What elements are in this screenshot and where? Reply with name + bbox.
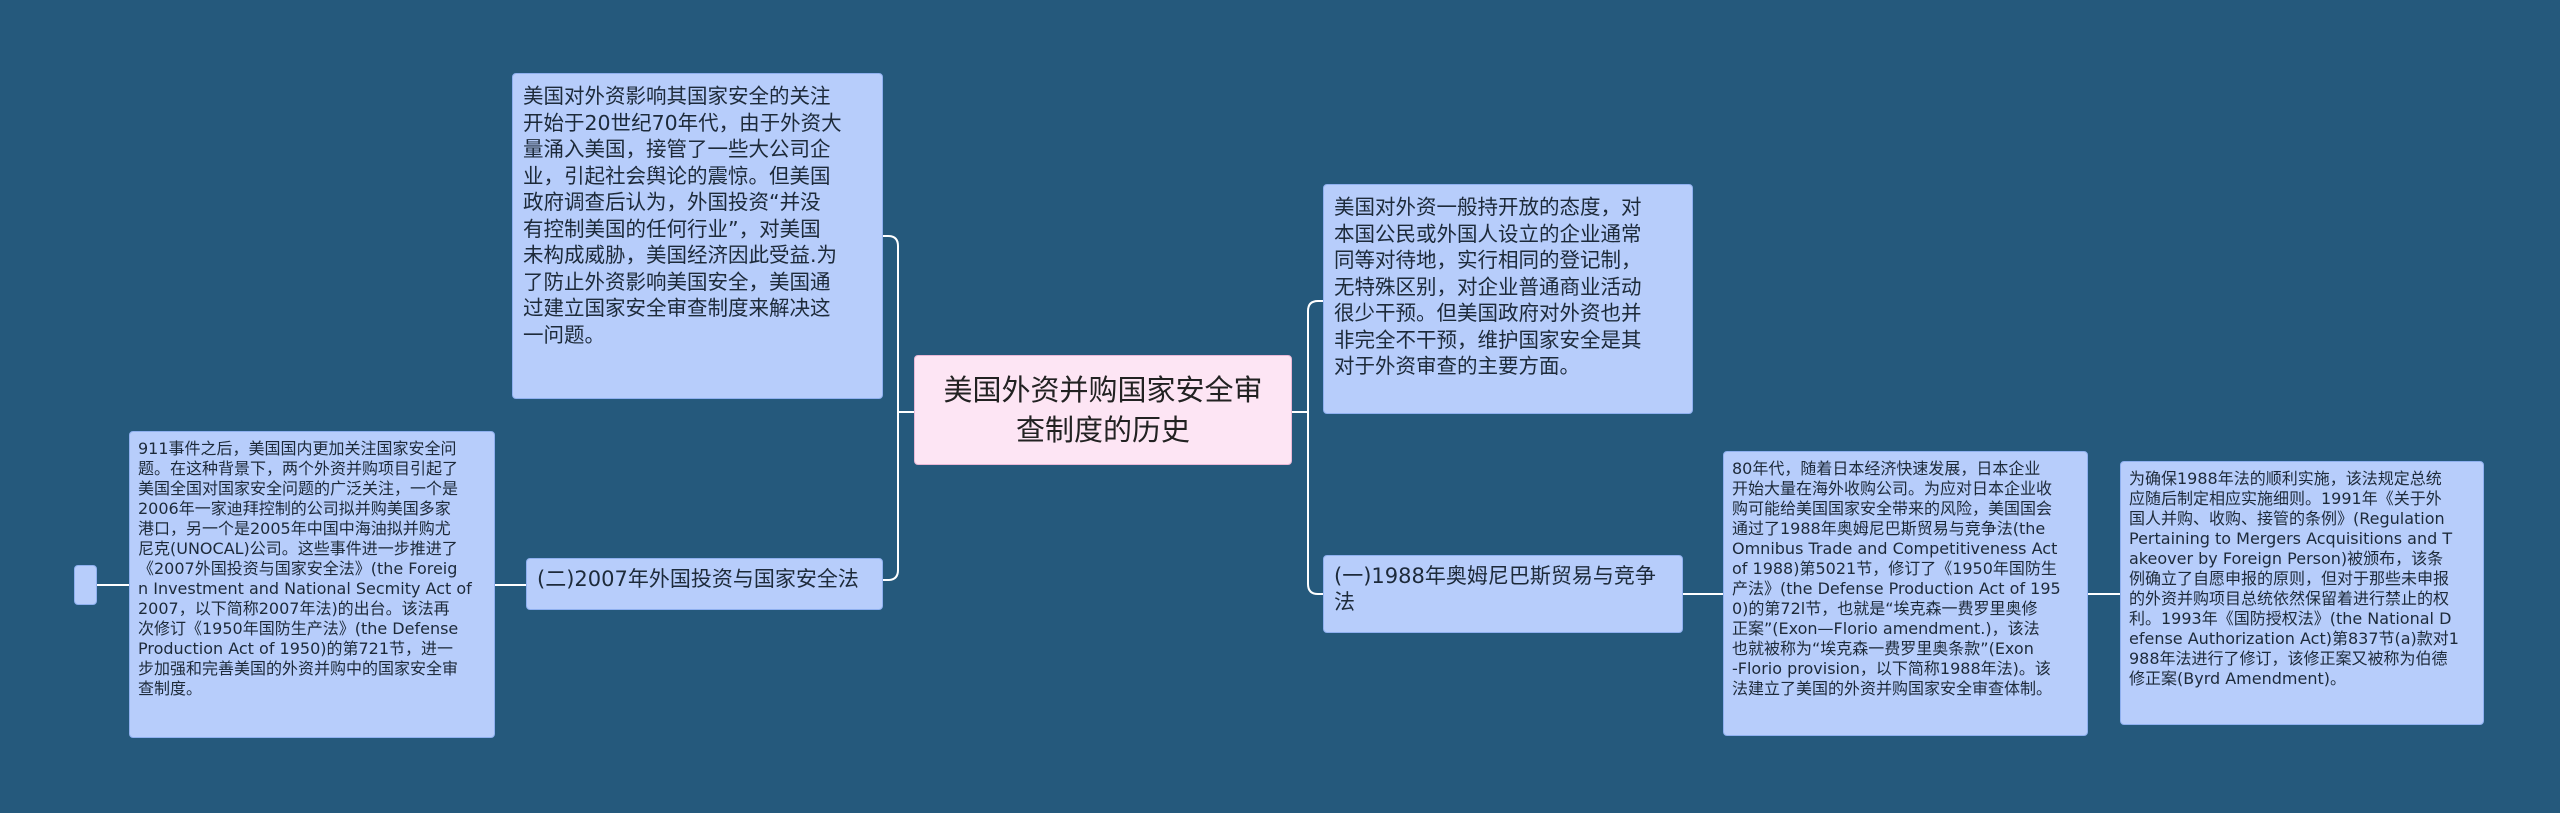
link-root-left [883,235,914,581]
branch-2007-detail-node[interactable]: 911事件之后，美国国内更加关注国家安全问 题。在这种背景下，两个外资并购项目引… [129,431,495,738]
right-intro-node[interactable]: 美国对外资一般持开放的态度，对 本国公民或外国人设立的企业通常 同等对待地，实行… [1323,184,1693,414]
left-intro-node[interactable]: 美国对外资影响其国家安全的关注 开始于20世纪70年代，由于外资大 量涌入美国，… [512,73,883,399]
branch-1988-act-node[interactable]: (一)1988年奥姆尼巴斯贸易与竞争 法 [1323,555,1683,633]
branch-1988-detail-node[interactable]: 80年代，随着日本经济快速发展，日本企业 开始大量在海外收购公司。为应对日本企业… [1723,451,2088,736]
root-topic[interactable]: 美国外资并购国家安全审 查制度的历史 [914,355,1292,465]
leaf-stub-node[interactable] [74,565,97,605]
link-root-right [1292,300,1323,595]
branch-1988-sub-node[interactable]: 为确保1988年法的顺利实施，该法规定总统 应随后制定相应实施细则。1991年《… [2120,461,2484,725]
branch-2007-act-node[interactable]: (二)2007年外国投资与国家安全法 [526,558,883,610]
